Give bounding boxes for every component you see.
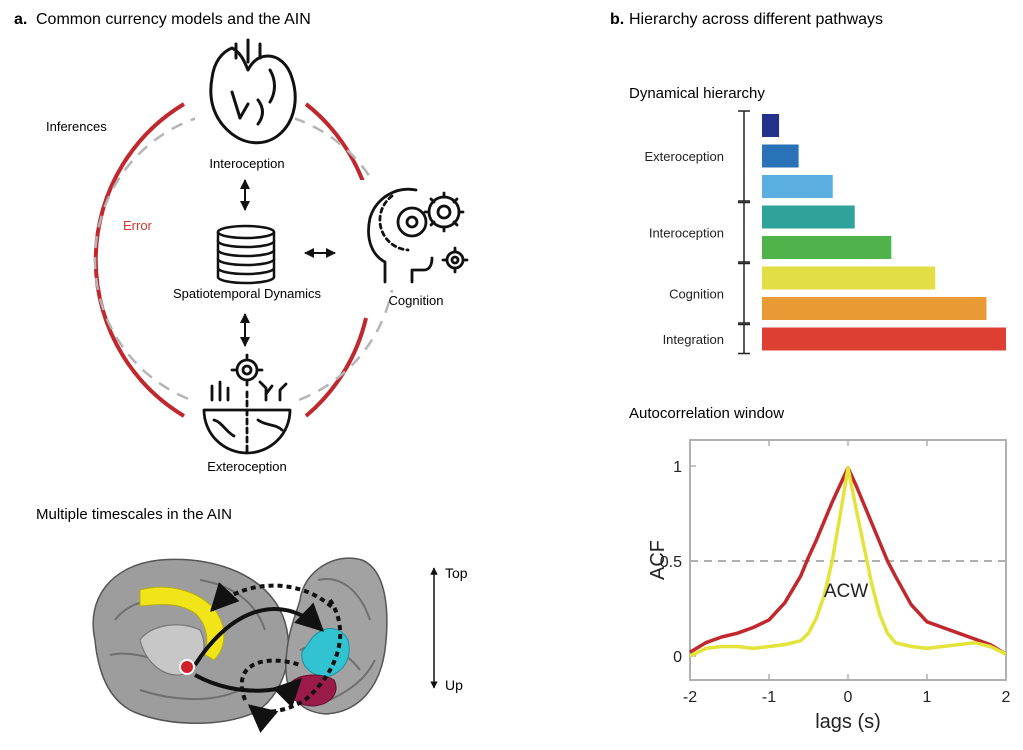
earth-nature-icon	[202, 353, 292, 455]
inferences-label: Inferences	[46, 119, 107, 134]
group-label: Interoception	[649, 225, 724, 240]
x-tick-label: 1	[923, 689, 932, 706]
hierarchy-bar	[762, 205, 855, 229]
hierarchy-bar	[762, 175, 833, 198]
hierarchy-bar	[762, 297, 987, 320]
hierarchy-bar	[762, 114, 780, 137]
group-bracket	[738, 262, 750, 324]
node-marker	[179, 659, 195, 675]
coin-stack-icon	[216, 224, 276, 285]
acw-title: Autocorrelation window	[629, 405, 784, 422]
hierarchy-bar	[762, 327, 1006, 351]
x-tick-label: -1	[762, 689, 776, 706]
panel-a-title: Common currency models and the AIN	[36, 11, 311, 28]
x-tick-label: -2	[683, 689, 697, 706]
brain-illustration	[92, 557, 388, 733]
hierarchy-bar	[762, 144, 799, 168]
hierarchy-title: Dynamical hierarchy	[629, 85, 765, 102]
region-cyan	[301, 628, 350, 677]
region-yellow	[139, 586, 225, 661]
x-axis-label: lags (s)	[815, 711, 881, 733]
panel-b: b. Hierarchy across different pathways D…	[610, 11, 1011, 733]
axis-top-label: Top	[445, 565, 468, 581]
acw-label: ACW	[824, 581, 868, 602]
y-tick-label: 1	[673, 459, 682, 476]
acf-series-line	[689, 466, 1007, 658]
panel-a: a. Common currency models and the AIN In…	[14, 11, 469, 733]
group-bracket	[738, 110, 750, 202]
error-label: Error	[123, 218, 153, 233]
group-label: Integration	[663, 332, 724, 347]
axis-bottom-label: Up	[445, 677, 463, 693]
hierarchy-bar	[762, 236, 892, 259]
dynamics-label: Spatiotemporal Dynamics	[173, 286, 322, 301]
y-axis-label: ACF	[647, 540, 669, 580]
group-bracket	[738, 323, 750, 355]
x-tick-label: 2	[1002, 689, 1011, 706]
group-label: Cognition	[669, 286, 724, 301]
group-label: Exteroception	[645, 149, 725, 164]
panel-b-title: Hierarchy across different pathways	[629, 11, 883, 28]
panel-a-letter: a.	[14, 11, 27, 28]
panel-b-letter: b.	[610, 11, 624, 28]
y-tick-label: 0.5	[660, 554, 682, 571]
x-tick-label: 0	[844, 689, 853, 706]
timescales-title: Multiple timescales in the AIN	[36, 506, 232, 523]
exteroception-label: Exteroception	[207, 459, 287, 474]
head-gear-icon	[367, 187, 469, 284]
y-tick-label: 0	[673, 649, 682, 666]
hierarchy-chart: ExteroceptionInteroceptionCognitionInteg…	[645, 110, 1006, 355]
cognition-label: Cognition	[389, 293, 444, 308]
hierarchy-bar	[762, 266, 936, 290]
heart-icon	[209, 38, 297, 145]
group-bracket	[738, 201, 750, 263]
interoception-label: Interoception	[209, 156, 284, 171]
